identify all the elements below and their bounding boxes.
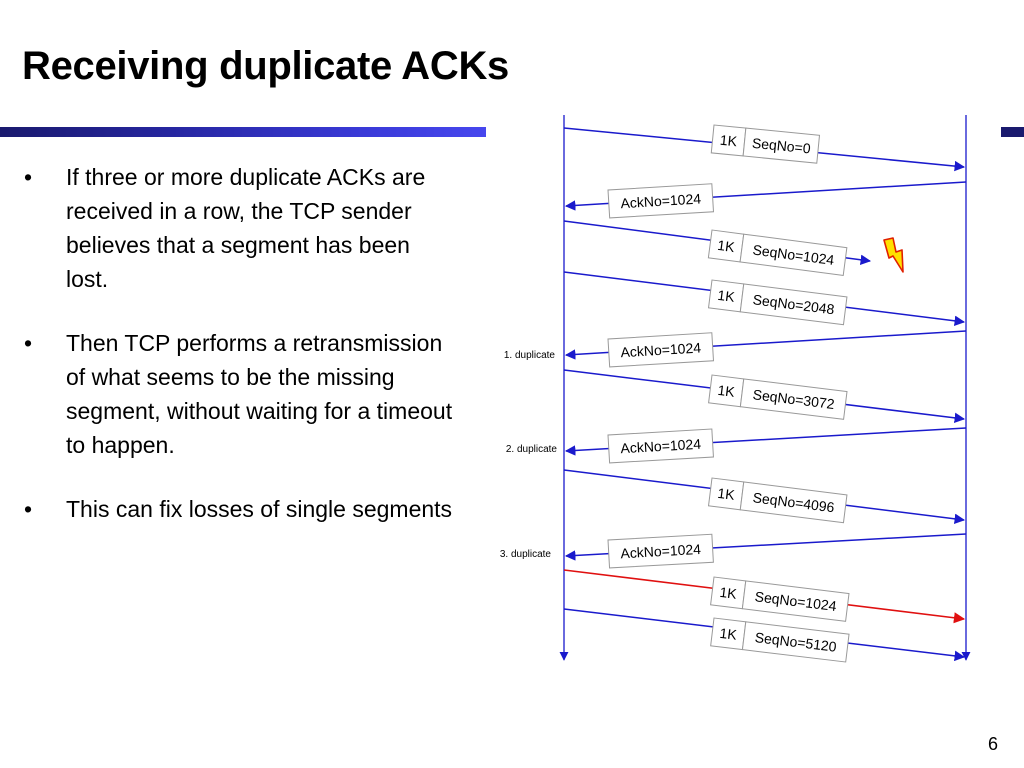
ack-label-box bbox=[607, 428, 714, 464]
bullet-dot: • bbox=[24, 330, 33, 356]
duplicate-note: 2. duplicate bbox=[506, 444, 558, 455]
segment-size: 1K bbox=[717, 382, 737, 400]
segment-label-box bbox=[741, 580, 850, 622]
bullet-text: This can fix losses of single segments bbox=[66, 496, 453, 522]
segment-label: SeqNo=0 bbox=[751, 135, 811, 157]
segment-label-box bbox=[739, 481, 848, 524]
bullet-item: • If three or more duplicate ACKs are rec… bbox=[24, 160, 454, 296]
segment-size: 1K bbox=[717, 287, 737, 305]
page-number: 6 bbox=[987, 734, 998, 754]
duplicate-note: 3. duplicate bbox=[500, 549, 552, 560]
segment-size: 1K bbox=[717, 485, 737, 503]
segment-label-box bbox=[739, 283, 848, 326]
segment-seq-5120: 1K SeqNo=5120 bbox=[563, 608, 966, 663]
ack-label-box bbox=[607, 183, 715, 219]
segment-seq-0: 1K SeqNo=0 bbox=[563, 124, 966, 172]
ack-label-box bbox=[607, 332, 715, 368]
bullet-item: • This can fix losses of single segments bbox=[24, 492, 454, 526]
ack-label: AckNo=1024 bbox=[620, 541, 702, 561]
title-rule-right bbox=[1001, 127, 1024, 137]
bullet-text: Then TCP performs a retransmission of wh… bbox=[66, 330, 453, 458]
segment-size: 1K bbox=[719, 625, 739, 643]
segment-size: 1K bbox=[719, 584, 739, 602]
segment-seq-3072: 1K SeqNo=3072 bbox=[563, 369, 966, 424]
ack-label-box bbox=[607, 533, 714, 569]
segment-size: 1K bbox=[719, 132, 738, 150]
segment-seq-4096: 1K SeqNo=4096 bbox=[563, 469, 966, 525]
ack-duplicate-2: AckNo=1024 2. duplicate bbox=[506, 427, 967, 464]
title-rule bbox=[0, 127, 486, 137]
segment-seq-1024-lost: 1K SeqNo=1024 bbox=[563, 220, 904, 276]
segment-label-box bbox=[739, 233, 848, 276]
ack-label: AckNo=1024 bbox=[620, 436, 702, 457]
bullet-text: If three or more duplicate ACKs are rece… bbox=[66, 164, 426, 292]
bullet-dot: • bbox=[24, 496, 33, 522]
segment-seq-2048: 1K SeqNo=2048 bbox=[563, 271, 966, 327]
duplicate-note: 1. duplicate bbox=[504, 350, 556, 361]
bullet-dot: • bbox=[24, 164, 33, 190]
ack-label: AckNo=1024 bbox=[620, 190, 702, 211]
segment-seq-1024-retransmit: 1K SeqNo=1024 bbox=[563, 569, 966, 624]
lightning-bolt-icon bbox=[883, 237, 904, 273]
segment-size: 1K bbox=[717, 237, 737, 255]
slide-title: Receiving duplicate ACKs bbox=[22, 44, 509, 88]
segment-label-box bbox=[742, 127, 821, 164]
bullet-list: • If three or more duplicate ACKs are rec… bbox=[24, 160, 454, 556]
ack-duplicate-3: AckNo=1024 3. duplicate bbox=[500, 533, 967, 569]
segment-label-box bbox=[739, 378, 848, 420]
ack-duplicate-1: AckNo=1024 1. duplicate bbox=[504, 330, 967, 368]
ack-0: AckNo=1024 bbox=[564, 181, 967, 219]
segment-label-box bbox=[741, 621, 850, 663]
ack-label: AckNo=1024 bbox=[620, 339, 702, 360]
bullet-item: • Then TCP performs a retransmission of w… bbox=[24, 326, 454, 462]
